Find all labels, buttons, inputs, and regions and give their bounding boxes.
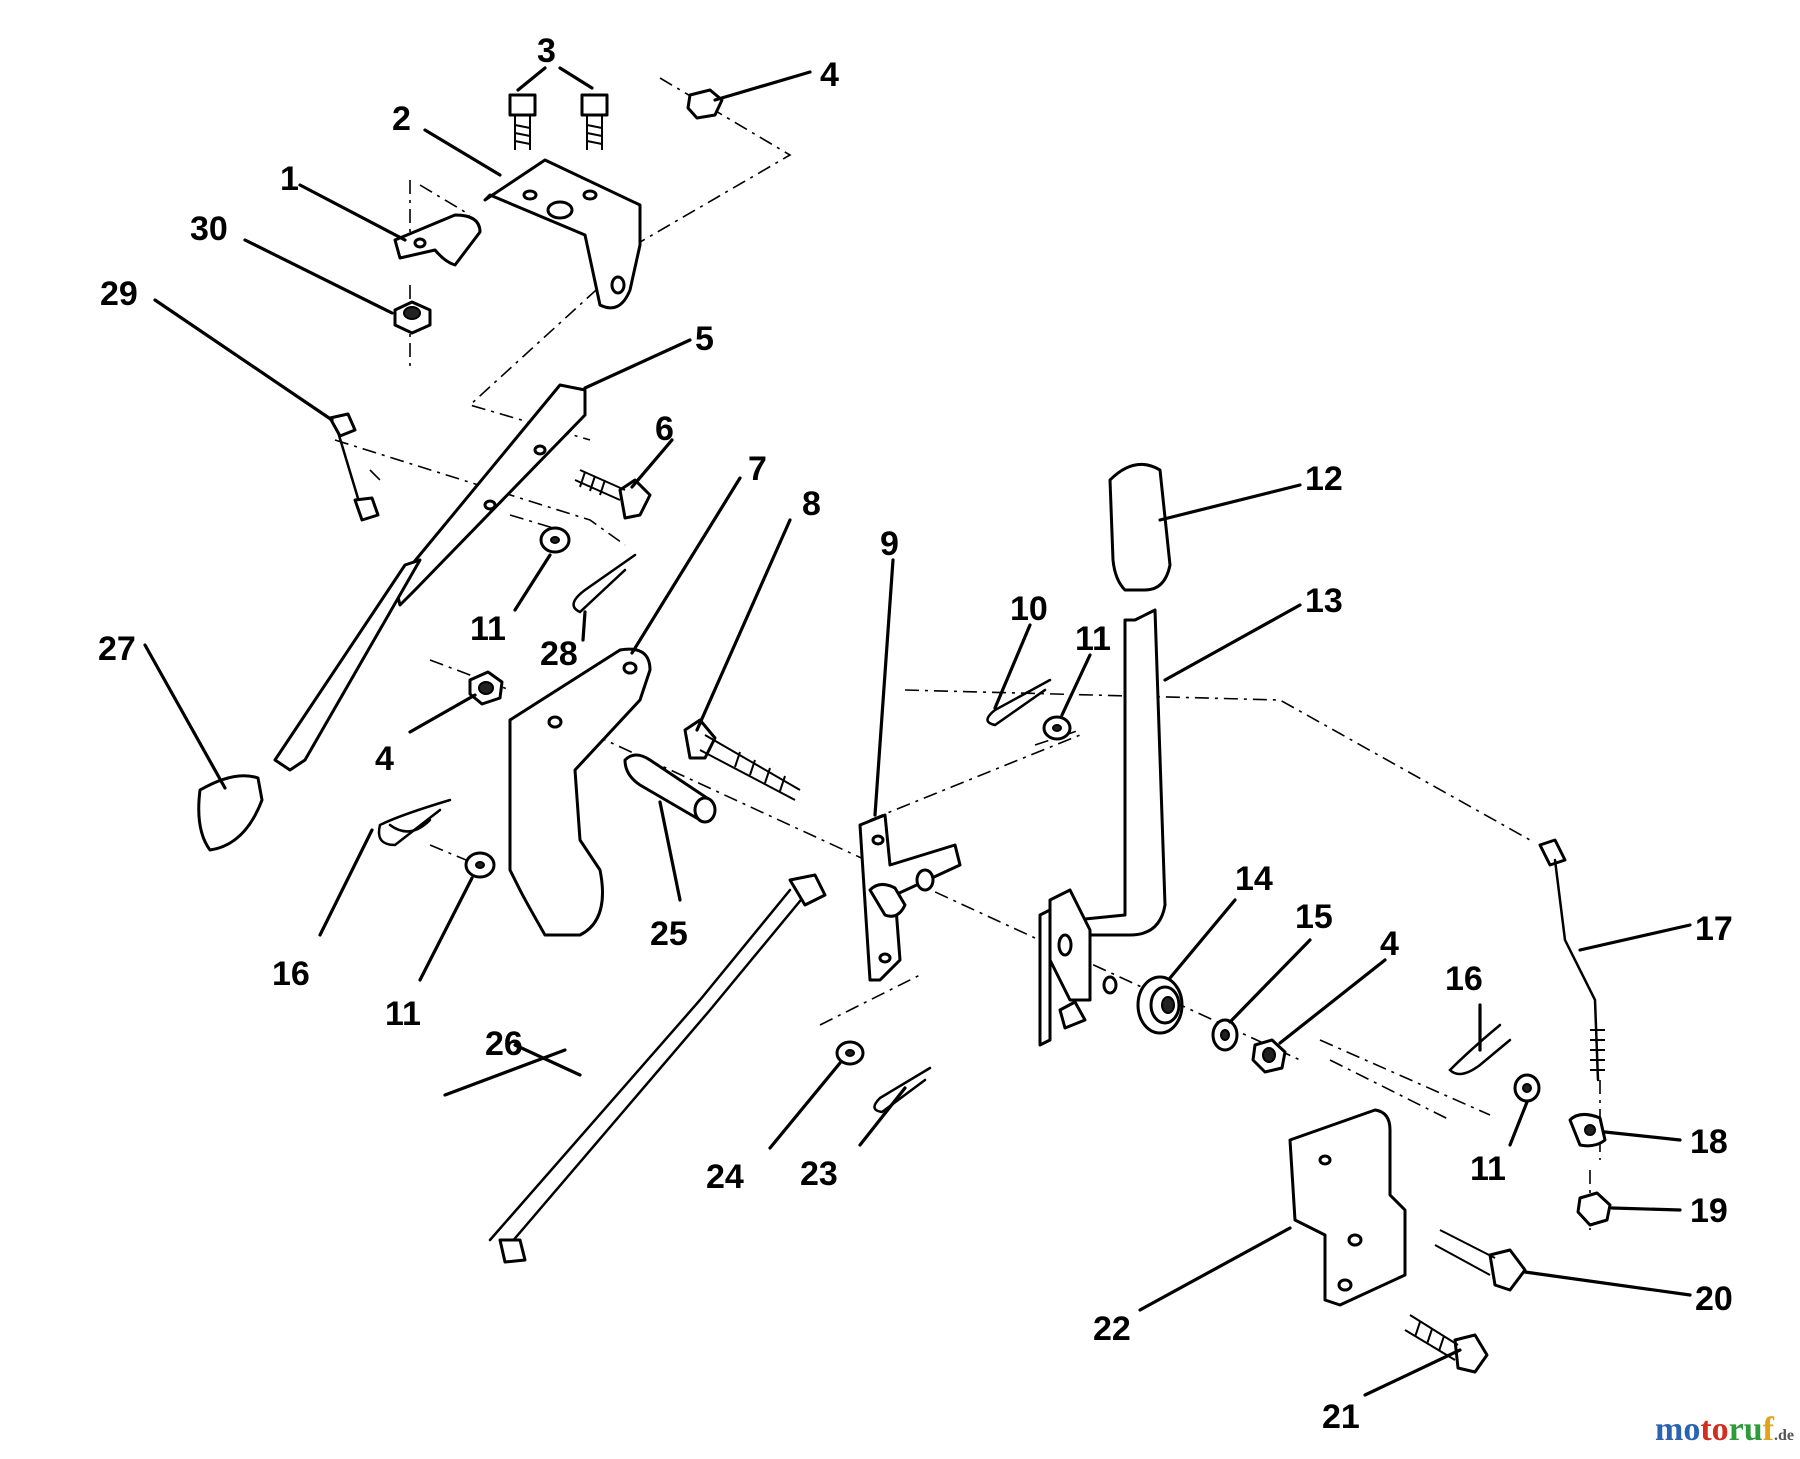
callout-labels: 1 2 3 4 5 6 7 8 9 10 11 11 11 11 12 13 1… xyxy=(98,32,1733,1436)
callout-11-b: 11 xyxy=(385,995,421,1033)
part-21-bolt xyxy=(1404,1314,1489,1374)
watermark-suffix: .de xyxy=(1774,1427,1794,1444)
callout-22: 22 xyxy=(1093,1310,1131,1348)
part-7-lever-plate xyxy=(508,647,652,937)
callout-26: 26 xyxy=(485,1025,523,1063)
callout-10: 10 xyxy=(1010,590,1048,628)
part-23-cotter-pin xyxy=(873,1066,932,1114)
callout-9: 9 xyxy=(880,525,899,563)
part-30-nut xyxy=(393,300,432,335)
part-12-handle-grip xyxy=(1108,462,1172,592)
watermark-part-1: mo xyxy=(1655,1411,1701,1448)
part-8-bolt xyxy=(683,718,801,801)
part-11-washer-c xyxy=(1042,715,1072,741)
part-2-bracket xyxy=(483,158,642,310)
callout-5: 5 xyxy=(695,320,714,358)
part-25-sleeve xyxy=(623,753,717,824)
callout-21: 21 xyxy=(1322,1398,1360,1436)
part-24-washer xyxy=(835,1040,865,1066)
callout-12: 12 xyxy=(1305,460,1343,498)
part-11-washer-d xyxy=(1513,1073,1541,1103)
callout-20: 20 xyxy=(1695,1280,1733,1318)
callout-2: 2 xyxy=(392,100,411,138)
callout-13: 13 xyxy=(1305,582,1343,620)
callout-25: 25 xyxy=(650,915,688,953)
part-27-knob xyxy=(197,774,264,852)
callout-24: 24 xyxy=(706,1158,744,1196)
callout-6: 6 xyxy=(655,410,674,448)
watermark-part-3: ru xyxy=(1728,1411,1763,1448)
watermark-part-2: to xyxy=(1700,1411,1729,1448)
part-16-hairpin xyxy=(377,798,452,847)
callout-29: 29 xyxy=(100,275,138,313)
callout-17: 17 xyxy=(1695,910,1733,948)
callout-11-c: 11 xyxy=(1075,620,1111,658)
callout-7: 7 xyxy=(748,450,767,488)
callout-11-a: 11 xyxy=(470,610,506,648)
callout-8: 8 xyxy=(802,485,821,523)
part-26-link-rod xyxy=(488,873,827,1264)
callout-11-d: 11 xyxy=(1470,1150,1506,1188)
watermark-logo: motoruf.de xyxy=(1655,1411,1794,1449)
part-10-cotter-pin xyxy=(986,678,1052,727)
part-4-nut-top xyxy=(686,88,724,120)
part-17-rod xyxy=(1538,838,1605,1082)
watermark-part-4: f xyxy=(1762,1411,1774,1448)
part-13-hand-lever xyxy=(1038,608,1167,1047)
part-4-nut-low xyxy=(1251,1038,1287,1074)
part-15-washer xyxy=(1211,1018,1239,1052)
part-9-pivot-plate xyxy=(858,813,962,982)
part-18-swivel xyxy=(1568,1113,1607,1148)
part-5-pedal-arm xyxy=(273,383,587,772)
callout-23: 23 xyxy=(800,1155,838,1193)
callout-4-top: 4 xyxy=(820,56,839,94)
part-16-hairpin-right xyxy=(1448,1023,1512,1076)
assembly-axis-lines xyxy=(334,77,1601,1230)
callout-14: 14 xyxy=(1235,860,1273,898)
callout-18: 18 xyxy=(1690,1123,1728,1161)
callout-16-b: 16 xyxy=(1445,960,1483,998)
callout-16-a: 16 xyxy=(272,955,310,993)
part-19-nut xyxy=(1576,1191,1612,1227)
part-11-washer-b xyxy=(464,851,496,879)
callout-1: 1 xyxy=(280,160,299,198)
callout-27: 27 xyxy=(98,630,136,668)
callout-15: 15 xyxy=(1295,898,1333,936)
callout-30: 30 xyxy=(190,210,228,248)
part-1-clip xyxy=(393,213,482,267)
part-14-spring-washer xyxy=(1102,975,1184,1035)
part-22-mount-bracket xyxy=(1288,1108,1407,1307)
callout-4-low: 4 xyxy=(1380,925,1399,963)
callout-28: 28 xyxy=(540,635,578,673)
callout-19: 19 xyxy=(1690,1192,1728,1230)
part-11-washer-a xyxy=(539,526,571,554)
part-3-bolts xyxy=(508,93,609,150)
part-6-bolt xyxy=(574,469,652,520)
part-28-cotter-pin xyxy=(572,553,637,614)
part-4-nut-mid xyxy=(468,670,504,706)
part-29-rod xyxy=(328,412,380,522)
callout-leaders xyxy=(143,66,1692,1397)
part-20-bolt xyxy=(1434,1229,1527,1292)
callout-3: 3 xyxy=(537,32,556,70)
callout-4-mid: 4 xyxy=(375,740,394,778)
